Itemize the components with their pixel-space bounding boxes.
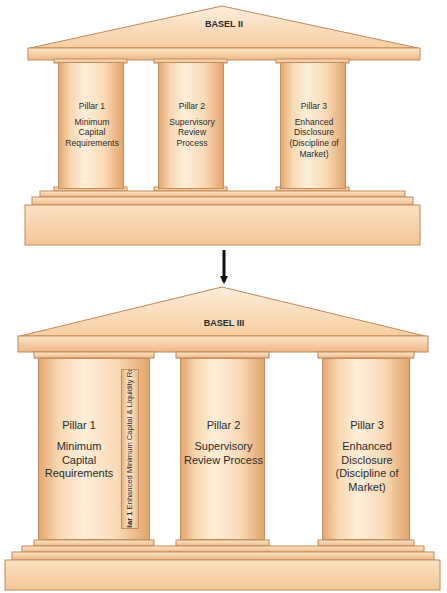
pillar-text-area: Pillar 1 Minimum Capital Requirements	[62, 101, 122, 149]
pillar-column: Pillar 2 Supervisory Review Process	[180, 358, 265, 540]
pillar-description: Minimum Capital Requirements	[62, 117, 122, 149]
pillar-description: Supervisory Review Process	[184, 440, 264, 468]
pillar-title: Pillar 2	[184, 419, 264, 433]
pillar-text-area: Pillar 3 Enhanced Disclosure (Discipline …	[326, 419, 408, 495]
transition-arrow	[223, 250, 226, 282]
inner-column-title: Basel III Pillar 1	[125, 512, 134, 529]
pillar-description: Minimum Capital Requirements	[39, 440, 119, 481]
basel-iii-temple	[5, 287, 440, 590]
pillar-text-area: Pillar 3 Enhanced Disclosure (Discipline …	[283, 101, 345, 160]
temple-heading: BASEL III	[4, 318, 444, 328]
pillar-title: Pillar 3	[326, 419, 408, 433]
pillar-text-area: Pillar 2 Supervisory Review Process	[184, 419, 264, 467]
pillar-column: Pillar 3 Enhanced Disclosure (Discipline …	[322, 358, 410, 540]
pillar-column: Pillar 3 Enhanced Disclosure (Discipline …	[280, 62, 346, 189]
temple-heading: BASEL II	[22, 19, 426, 29]
pillar-column: Pillar 1Minimum Capital RequirementsBase…	[38, 358, 150, 540]
pillar-title: Pillar 1	[62, 101, 122, 112]
pillar-description: Enhanced Disclosure (Discipline of Marke…	[326, 440, 408, 495]
pillar-column: Pillar 1 Minimum Capital Requirements	[58, 62, 124, 189]
temple-group: BASEL II Pillar 1 Minimum Capital Requirem…	[22, 4, 426, 246]
inner-column: Basel III Pillar 1 Enhanced Minimum Capi…	[121, 369, 139, 529]
pillar-description: Supervisory Review Process	[162, 117, 222, 149]
vertical-label: Basel III Pillar 1 Enhanced Minimum Capi…	[126, 369, 134, 529]
basel-ii-temple	[25, 6, 420, 245]
pillar-text-area: Pillar 2 Supervisory Review Process	[162, 101, 222, 149]
pillar-title: Pillar 1	[39, 419, 119, 433]
pillar-column: Pillar 2 Supervisory Review Process	[158, 62, 224, 189]
pillar-text-area: Pillar 1 Minimum Capital Requirements	[39, 419, 119, 481]
inner-column-text: Enhanced Minimum Capital & Liquidity Req…	[125, 369, 134, 510]
temple-group: BASEL III Pillar 1 Minimum Capital Require…	[4, 284, 444, 590]
pillar-title: Pillar 3	[283, 101, 345, 112]
pillar-description: Enhanced Disclosure (Discipline of Marke…	[283, 117, 345, 160]
pillar-title: Pillar 2	[162, 101, 222, 112]
